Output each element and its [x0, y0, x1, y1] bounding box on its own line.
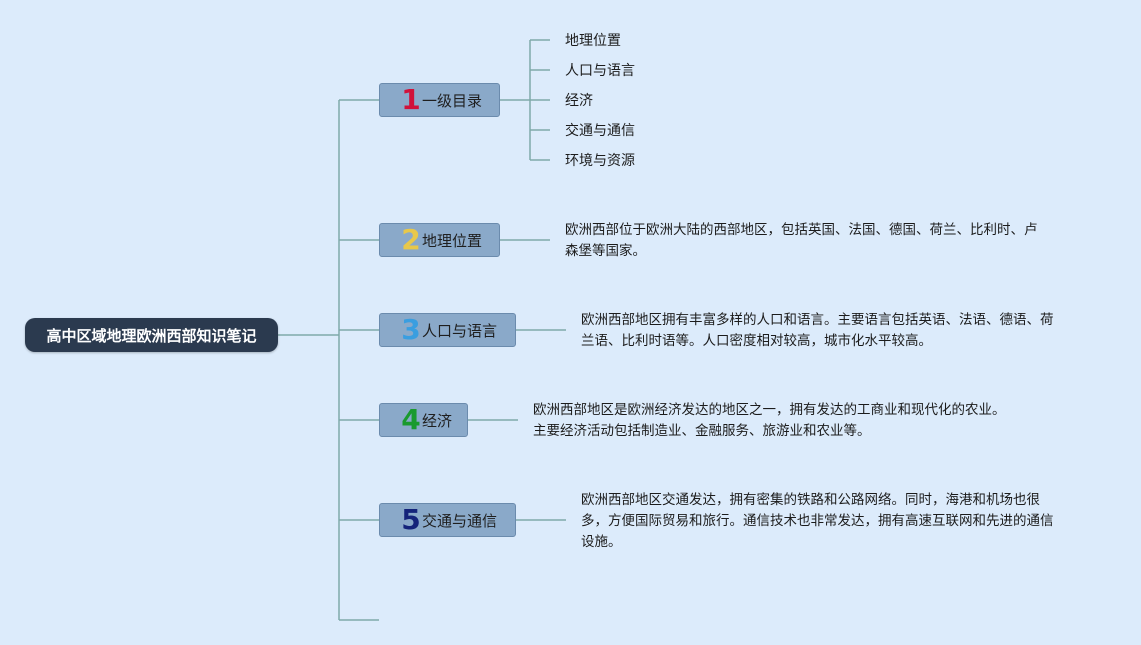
branch-economy[interactable]: 4 经济 [379, 403, 468, 437]
branch-label-population: 人口与语言 [422, 321, 498, 340]
branch-toc[interactable]: 1 一级目录 [379, 83, 500, 117]
branch-number-3: 3 [401, 313, 421, 346]
note-population-line: 兰语、比利时语等。人口密度相对较高，城市化水平较高。 [581, 333, 932, 349]
branch-label-economy: 经济 [422, 411, 453, 430]
branch-location[interactable]: 2 地理位置 [379, 223, 500, 257]
branch-number-5: 5 [401, 503, 421, 536]
note-economy[interactable]: 欧洲西部地区是欧洲经济发达的地区之一，拥有发达的工商业和现代化的农业。 主要经济… [533, 400, 1006, 442]
root-title: 高中区域地理欧洲西部知识笔记 [46, 326, 257, 345]
branch-label-transport: 交通与通信 [422, 511, 498, 530]
note-population[interactable]: 欧洲西部地区拥有丰富多样的人口和语言。主要语言包括英语、法语、德语、荷 兰语、比… [581, 310, 1054, 352]
note-population-line: 欧洲西部地区拥有丰富多样的人口和语言。主要语言包括英语、法语、德语、荷 [581, 312, 1054, 328]
branch-number-4: 4 [401, 403, 421, 436]
note-location[interactable]: 欧洲西部位于欧洲大陆的西部地区，包括英国、法国、德国、荷兰、比利时、卢 森堡等国… [565, 220, 1038, 262]
root-topic[interactable]: 高中区域地理欧洲西部知识笔记 [25, 318, 278, 352]
toc-item-population[interactable]: 人口与语言 [565, 63, 635, 79]
note-location-line: 欧洲西部位于欧洲大陆的西部地区，包括英国、法国、德国、荷兰、比利时、卢 [565, 222, 1038, 238]
branch-number-1: 1 [401, 83, 421, 116]
branch-label-location: 地理位置 [422, 231, 483, 250]
note-transport-line: 多，方便国际贸易和旅行。通信技术也非常发达，拥有高速互联网和先进的通信 [581, 513, 1054, 529]
branch-population[interactable]: 3 人口与语言 [379, 313, 516, 347]
branch-number-2: 2 [401, 223, 421, 256]
note-transport-line: 设施。 [581, 534, 622, 550]
note-transport[interactable]: 欧洲西部地区交通发达，拥有密集的铁路和公路网络。同时，海港和机场也很 多，方便国… [581, 490, 1054, 553]
branch-transport[interactable]: 5 交通与通信 [379, 503, 516, 537]
toc-item-transport[interactable]: 交通与通信 [565, 123, 635, 139]
toc-item-location[interactable]: 地理位置 [565, 33, 621, 49]
toc-item-economy[interactable]: 经济 [565, 93, 593, 109]
toc-item-environment[interactable]: 环境与资源 [565, 153, 635, 169]
note-location-line: 森堡等国家。 [565, 243, 646, 259]
note-economy-line: 主要经济活动包括制造业、金融服务、旅游业和农业等。 [533, 423, 871, 439]
note-transport-line: 欧洲西部地区交通发达，拥有密集的铁路和公路网络。同时，海港和机场也很 [581, 492, 1040, 508]
note-economy-line: 欧洲西部地区是欧洲经济发达的地区之一，拥有发达的工商业和现代化的农业。 [533, 402, 1006, 418]
branch-label-toc: 一级目录 [422, 91, 483, 110]
